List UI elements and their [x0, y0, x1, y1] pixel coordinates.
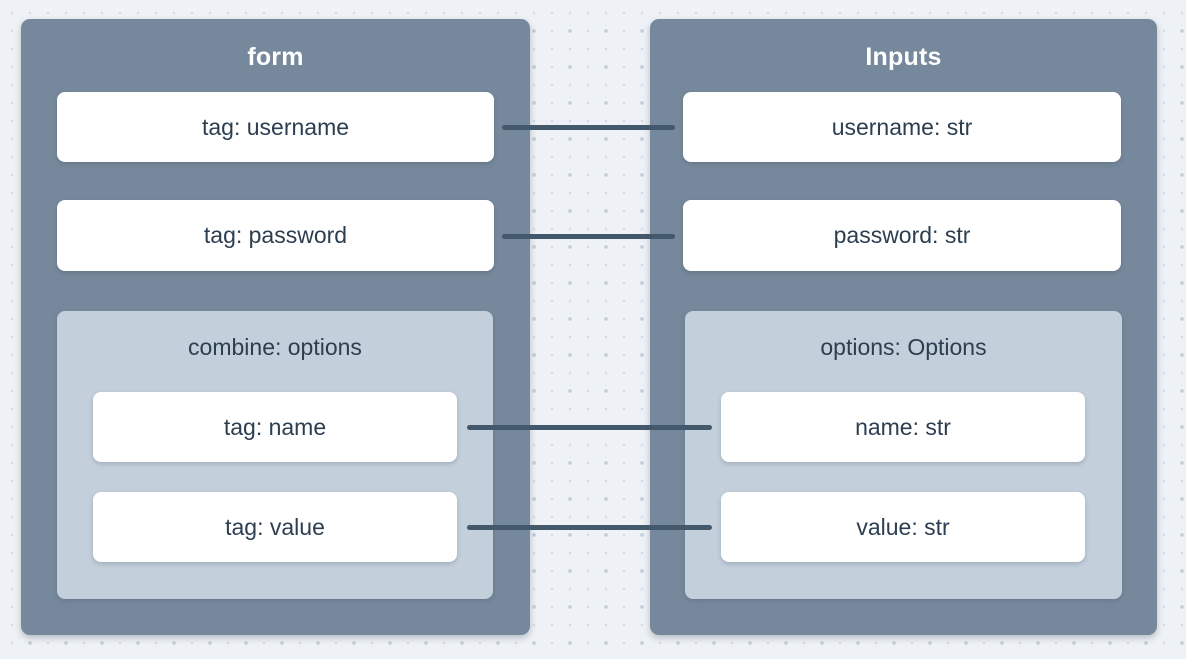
field-username-str: username: str [683, 92, 1121, 162]
node-form-title: form [247, 43, 304, 71]
field-name-str: name: str [721, 392, 1085, 462]
connector-value-line [467, 525, 712, 530]
connector-name-line [467, 425, 712, 430]
group-combine-options: combine: options tag: name tag: value [57, 311, 493, 599]
field-tag-username: tag: username [57, 92, 494, 162]
field-value-str: value: str [721, 492, 1085, 562]
node-form: form tag: username tag: password combine… [21, 19, 530, 635]
field-tag-value: tag: value [93, 492, 457, 562]
field-tag-name: tag: name [93, 392, 457, 462]
connector-password-line [502, 234, 675, 239]
node-inputs: Inputs username: str password: str optio… [650, 19, 1157, 635]
group-options-options: options: Options name: str value: str [685, 311, 1122, 599]
connector-username-line [502, 125, 675, 130]
node-inputs-title: Inputs [865, 43, 942, 71]
group-combine-options-title: combine: options [188, 334, 362, 360]
field-password-str: password: str [683, 200, 1121, 271]
field-tag-password: tag: password [57, 200, 494, 271]
group-options-options-title: options: Options [820, 334, 987, 360]
